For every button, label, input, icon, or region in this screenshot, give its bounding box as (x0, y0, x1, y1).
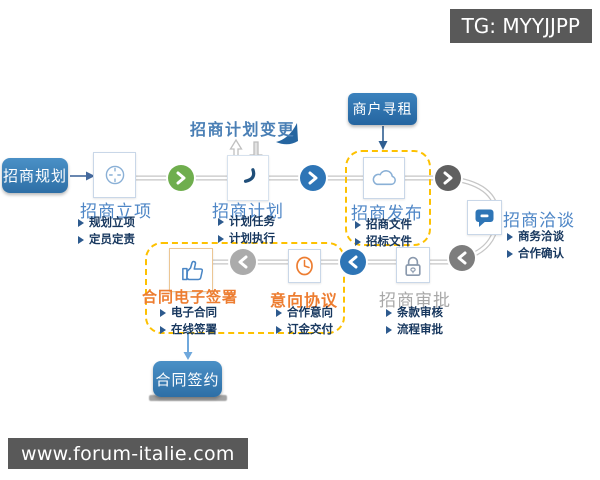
list-item-label: 在线签署 (171, 321, 217, 336)
list-item-label: 定员定责 (89, 231, 135, 246)
node-item-list: 商务洽谈 合作确认 (507, 229, 564, 261)
contract-arrow-head-icon (183, 352, 193, 360)
node-publish (363, 157, 405, 199)
plan-change-label: 招商计划变更 (190, 120, 296, 139)
node-title: 意向协议 (269, 291, 338, 310)
node-e-signing (169, 248, 213, 292)
list-item: 电子合同 (160, 305, 217, 320)
chevron-right-icon (435, 165, 461, 191)
node-item-list: 合作意向 订金交付 (276, 305, 333, 337)
merchant-arrow-head-icon (378, 141, 388, 150)
node-intent-agreement (288, 249, 321, 283)
node-approval (396, 247, 430, 283)
chevron-left-icon (449, 245, 475, 271)
thumbs-up-icon (182, 260, 204, 281)
bullet-arrow-icon (386, 308, 392, 317)
list-item-label: 合作确认 (518, 245, 564, 260)
list-item-label: 招商文件 (366, 217, 412, 231)
bullet-arrow-icon (160, 325, 166, 334)
chevron-left-icon (340, 249, 366, 275)
start-arrow-head-icon (86, 171, 95, 181)
chevron-left-icon (230, 249, 256, 275)
bullet-arrow-icon (218, 234, 224, 243)
node-plan (227, 155, 269, 201)
merchant-seek-box: 商户寻租 (348, 93, 417, 125)
bullet-arrow-icon (355, 237, 361, 246)
node-item-list: 规划立项 定员定责 (78, 215, 135, 247)
contract-sign-box: 合同签约 (153, 361, 222, 397)
bullet-arrow-icon (78, 235, 84, 244)
list-item: 合作意向 (276, 305, 333, 320)
lock-icon (405, 256, 421, 277)
list-item-label: 流程审批 (397, 321, 443, 336)
list-item: 合作确认 (507, 245, 564, 261)
node-title: 招商立项 (80, 202, 152, 222)
list-item-label: 合作意向 (287, 305, 333, 319)
chevron-right-icon (168, 165, 194, 191)
list-item: 定员定责 (78, 231, 135, 247)
list-item: 招商文件 (355, 217, 412, 232)
contract-box-shadow (149, 395, 227, 401)
signing-highlight-box (145, 242, 345, 334)
bullet-arrow-icon (386, 325, 392, 334)
list-item: 在线签署 (160, 321, 217, 337)
publish-highlight-box (345, 150, 431, 246)
chevron-right-icon (300, 165, 326, 191)
tg-badge-label: TG: MYYJJPP (461, 14, 580, 38)
list-item: 条款审核 (386, 305, 443, 320)
list-item: 计划任务 (218, 214, 275, 229)
dial-icon (105, 165, 124, 185)
node-title: 招商发布 (351, 204, 423, 224)
node-item-list: 条款审核 流程审批 (386, 305, 443, 337)
bullet-arrow-icon (276, 325, 282, 334)
bullet-arrow-icon (78, 218, 84, 227)
clock-icon (296, 256, 313, 276)
bullet-arrow-icon (507, 249, 513, 258)
node-project-setup (93, 152, 136, 198)
node-title: 招商计划 (212, 202, 284, 222)
node-negotiation (467, 200, 502, 235)
bullet-arrow-icon (507, 232, 513, 241)
node-title: 招商洽谈 (503, 211, 575, 231)
list-item-label: 计划执行 (229, 230, 275, 245)
chat-icon (475, 209, 494, 227)
site-watermark: www.forum-italie.com (8, 438, 248, 469)
cloud-icon (372, 170, 396, 186)
bullet-arrow-icon (218, 217, 224, 226)
list-item: 规划立项 (78, 215, 135, 230)
start-node-planning: 招商规划 (2, 158, 68, 193)
node-title: 招商审批 (379, 291, 451, 311)
list-item: 招标文件 (355, 233, 412, 249)
handset-icon (243, 168, 256, 183)
list-item: 商务洽谈 (507, 229, 564, 244)
list-item-label: 招标文件 (366, 233, 412, 248)
bullet-arrow-icon (276, 308, 282, 317)
contract-sign-label: 合同签约 (155, 370, 220, 389)
swoosh-arrow-icon (276, 123, 298, 145)
site-watermark-label: www.forum-italie.com (21, 442, 235, 465)
merchant-seek-label: 商户寻租 (352, 102, 413, 118)
list-item-label: 条款审核 (397, 305, 443, 319)
node-item-list: 电子合同 在线签署 (160, 305, 217, 337)
list-item: 计划执行 (218, 230, 275, 246)
list-item-label: 规划立项 (89, 215, 135, 229)
bullet-arrow-icon (160, 308, 166, 317)
list-item: 订金交付 (276, 321, 333, 337)
bullet-arrow-icon (355, 220, 361, 229)
list-item: 流程审批 (386, 321, 443, 337)
list-item-label: 电子合同 (171, 305, 217, 319)
list-item-label: 订金交付 (287, 321, 333, 336)
list-item-label: 商务洽谈 (518, 229, 564, 243)
tg-badge: TG: MYYJJPP (449, 9, 592, 43)
node-title: 合同电子签署 (141, 288, 238, 306)
start-node-label: 招商规划 (2, 167, 67, 185)
list-item-label: 计划任务 (229, 214, 275, 228)
node-item-list: 计划任务 计划执行 (218, 214, 275, 246)
node-item-list: 招商文件 招标文件 (355, 217, 412, 249)
